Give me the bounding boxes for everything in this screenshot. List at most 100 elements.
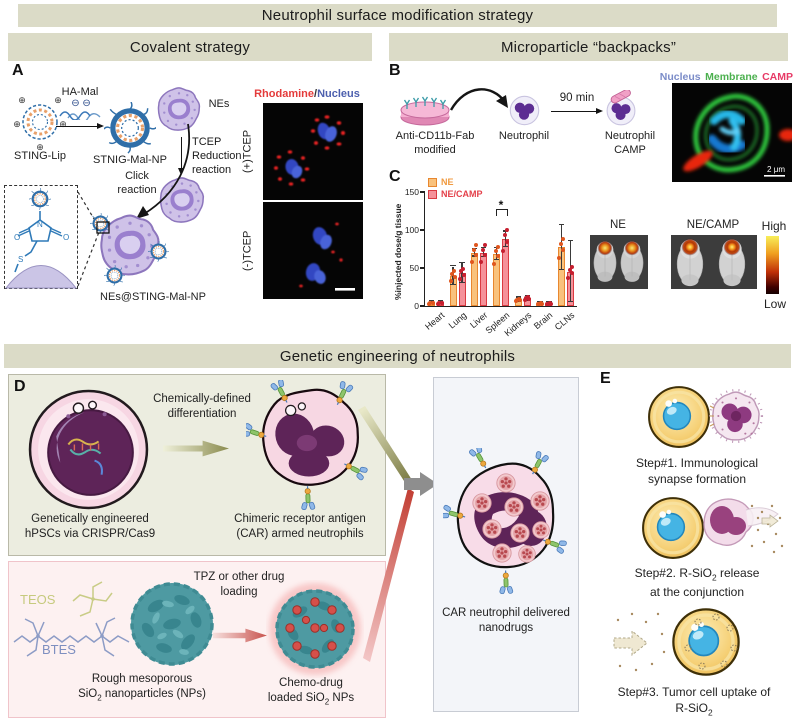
mouse-image-ne — [590, 235, 648, 289]
dot — [557, 256, 562, 261]
svg-text:2 μm: 2 μm — [767, 165, 785, 174]
dot — [461, 272, 466, 277]
loaded-np-caption: Chemo-drug loaded SiO2 NPs — [267, 677, 355, 707]
errcap — [450, 283, 456, 285]
dot — [493, 249, 498, 254]
dot — [474, 252, 479, 257]
legend-NE: NE — [428, 177, 454, 187]
y-t0 — [420, 305, 425, 307]
dot — [517, 297, 522, 302]
dot — [545, 301, 550, 306]
hpsc-caption: Genetically engineered hPSCs via CRISPR/… — [24, 513, 156, 540]
errcap — [502, 245, 509, 247]
significance-star: * — [498, 198, 504, 213]
rough-np-caption: Rough mesoporous SiO2 nanoparticles (NPs… — [78, 673, 206, 703]
dot — [560, 237, 565, 242]
y-l150: 150 — [404, 187, 419, 197]
chart-y-axis-label: %injected dose/g tissue — [393, 203, 403, 301]
dot — [471, 247, 476, 252]
inset-connector-lines — [77, 191, 100, 287]
minus-tcep-label: (-)TCEP — [241, 230, 254, 271]
dot — [492, 261, 497, 266]
hpsc-cell-icon — [28, 389, 149, 510]
dot — [524, 295, 529, 300]
dot — [548, 301, 553, 306]
minus-charge-icon: ⊖ ⊖ — [71, 98, 91, 109]
err-NE/CAMP-Spleen — [504, 231, 507, 247]
car-neutrophil-nanodrugs-icon — [443, 448, 568, 595]
dot — [570, 271, 575, 276]
convergence-arrows-icon — [358, 406, 438, 662]
banner-covalent-text: Covalent strategy — [129, 38, 251, 56]
dot — [430, 300, 435, 305]
fluorescence-legend: Nucleus Membrane CAMP — [659, 71, 793, 83]
dot — [452, 274, 457, 279]
dot — [566, 275, 571, 280]
banner-covalent: Covalent strategy — [8, 33, 372, 61]
teos-label: TEOS — [20, 592, 56, 607]
conjugate-label: NEs@STING-Mal-NP — [100, 291, 206, 303]
dot — [502, 233, 507, 238]
svg-text:⊕: ⊕ — [18, 95, 26, 105]
dot — [561, 247, 566, 252]
legend-label: NE — [441, 177, 454, 187]
intensity-colorbar — [766, 236, 779, 294]
dot — [437, 300, 442, 305]
dot — [495, 245, 500, 250]
dot — [567, 267, 572, 272]
dot — [501, 249, 506, 254]
internalized-particles-icon — [684, 613, 738, 670]
tcep-arrow-icon — [177, 137, 184, 175]
neutrophil-label: Neutrophil — [498, 130, 550, 142]
dot — [450, 271, 455, 276]
plus-charge-icon: ⊕ ⊕ ⊕ ⊕ ⊕ — [13, 95, 67, 152]
sting-lip-liposome-icon: ⊕ ⊕ ⊕ ⊕ ⊕ — [13, 95, 67, 152]
errcap — [493, 259, 500, 261]
dot — [526, 295, 531, 300]
ha-polymer-wave-icon — [59, 111, 101, 120]
dot — [448, 279, 453, 284]
dot — [515, 297, 520, 302]
svg-text:⊕: ⊕ — [54, 95, 62, 105]
car-neutrophil-icon — [246, 380, 369, 511]
y-t150 — [420, 191, 425, 193]
errcap — [559, 223, 565, 225]
fluorescence-image: 2 μm — [672, 83, 795, 182]
duration-label: 90 min — [559, 92, 595, 104]
step1-caption: Step#1. Immunological synapse formation — [635, 456, 759, 487]
car-caption: Chimeric receptor antigen (CAR) armed ne… — [234, 513, 366, 540]
y-l0: 0 — [414, 301, 419, 311]
banner-microparticle: Microparticle “backpacks” — [389, 33, 788, 61]
plus-tcep-label: (+)TCEP — [241, 129, 254, 174]
banner-top-text: Neutrophil surface modification strategy — [261, 7, 534, 24]
dot — [459, 269, 464, 274]
legend-NE/CAMP: NE/CAMP — [428, 189, 483, 199]
panel-d-label: D — [14, 378, 26, 395]
step3-caption: Step#3. Tumor cell uptake of R-SiO2 — [617, 685, 771, 718]
svg-text:O: O — [63, 233, 69, 242]
mouse-ne-label: NE — [610, 219, 626, 231]
svg-text:⊕: ⊕ — [36, 142, 44, 152]
dot — [482, 243, 487, 248]
step2-cells-icon — [641, 496, 784, 560]
teos-structure-icon — [72, 581, 113, 617]
microscopy-image-minus-tcep — [263, 202, 363, 299]
uptake-particles-icon — [616, 612, 666, 672]
dot — [461, 266, 466, 271]
dot — [457, 277, 462, 282]
step3-cells-icon — [613, 607, 741, 677]
errcap — [568, 301, 574, 303]
colorbar-low-label: Low — [763, 297, 786, 311]
dot — [504, 227, 509, 232]
differentiation-caption: Chemically-defined differentiation — [153, 393, 251, 420]
panel-b-label: B — [389, 62, 401, 79]
legend-swatch — [428, 177, 437, 187]
antibody-icon — [403, 96, 447, 109]
svg-text:N: N — [37, 220, 43, 229]
svg-text:⊕: ⊕ — [59, 119, 67, 129]
mouse-necamp-label: NE/CAMP — [686, 219, 740, 231]
rough-sio2-np-icon — [130, 582, 214, 666]
tcep-reaction-label: TCEP Reduction reaction — [192, 136, 242, 176]
